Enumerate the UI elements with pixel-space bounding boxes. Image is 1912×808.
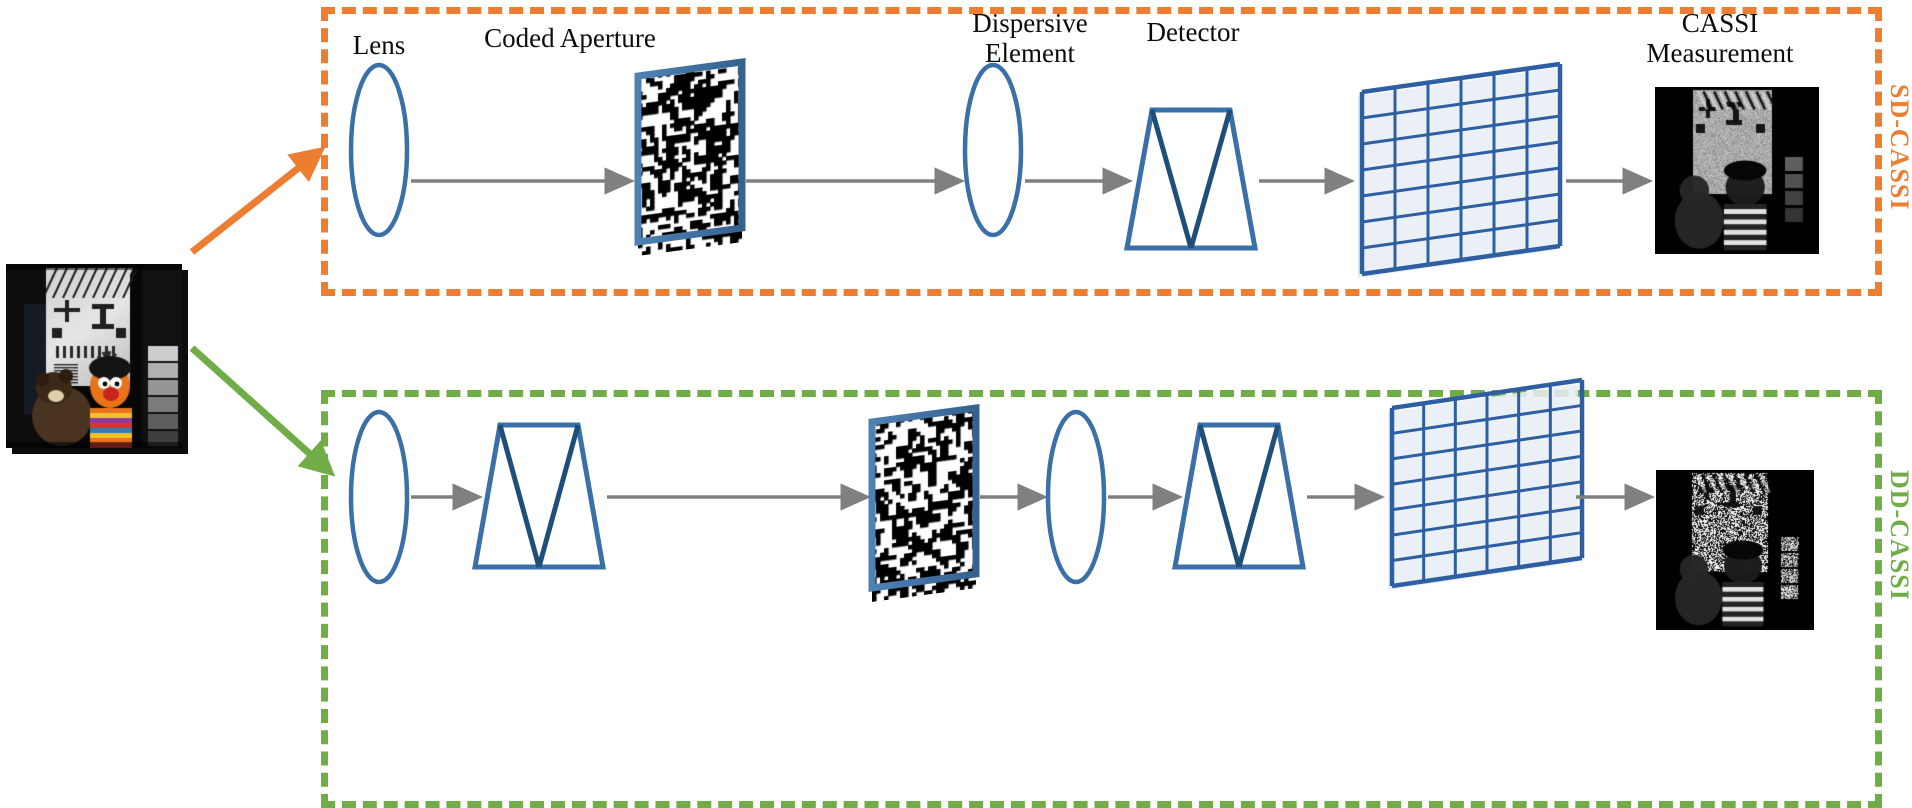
sd-cassi-side-label: SD-CASSI — [1885, 84, 1912, 211]
sd-detector — [1358, 61, 1563, 278]
caption-coded-aperture: Coded Aperture — [484, 23, 656, 53]
caption-measurement-line1: CASSI — [1681, 8, 1759, 38]
cassi-measurement-sd-canvas — [1655, 87, 1819, 254]
caption-dispersive-line1: Dispersive — [972, 8, 1088, 38]
branch-arrow-dd — [189, 345, 336, 477]
caption-dispersive-element: Dispersive Element — [880, 8, 1180, 68]
caption-measurement-line2: Measurement — [1646, 38, 1794, 69]
dd-cassi-group-box — [321, 390, 1882, 808]
dd-cassi-side-label: DD-CASSI — [1885, 470, 1912, 601]
input-scene-canvas — [6, 264, 182, 448]
caption-detector: Detector — [1146, 17, 1240, 47]
caption-cassi-measurement: CASSI Measurement — [1570, 8, 1870, 68]
cassi-measurement-dd-canvas — [1656, 470, 1814, 630]
dd-lens-2 — [1045, 409, 1107, 585]
dd-dispersive-element-1 — [472, 422, 606, 570]
sd-coded-aperture-frame — [634, 57, 746, 247]
input-scene-photo — [6, 264, 182, 448]
sd-lens-1 — [348, 62, 410, 238]
caption-dispersive-line2: Element — [985, 38, 1075, 69]
cassi-measurement-dd — [1656, 470, 1814, 630]
sd-lens-2 — [962, 62, 1024, 238]
dd-dispersive-element-2 — [1172, 422, 1306, 570]
cassi-measurement-sd — [1655, 87, 1819, 254]
dd-detector — [1388, 377, 1585, 590]
branch-arrow-sd — [189, 146, 326, 255]
dd-lens-1 — [348, 409, 410, 585]
caption-lens: Lens — [352, 30, 406, 60]
dd-coded-aperture-frame — [868, 403, 980, 593]
sd-dispersive-element — [1124, 107, 1258, 251]
